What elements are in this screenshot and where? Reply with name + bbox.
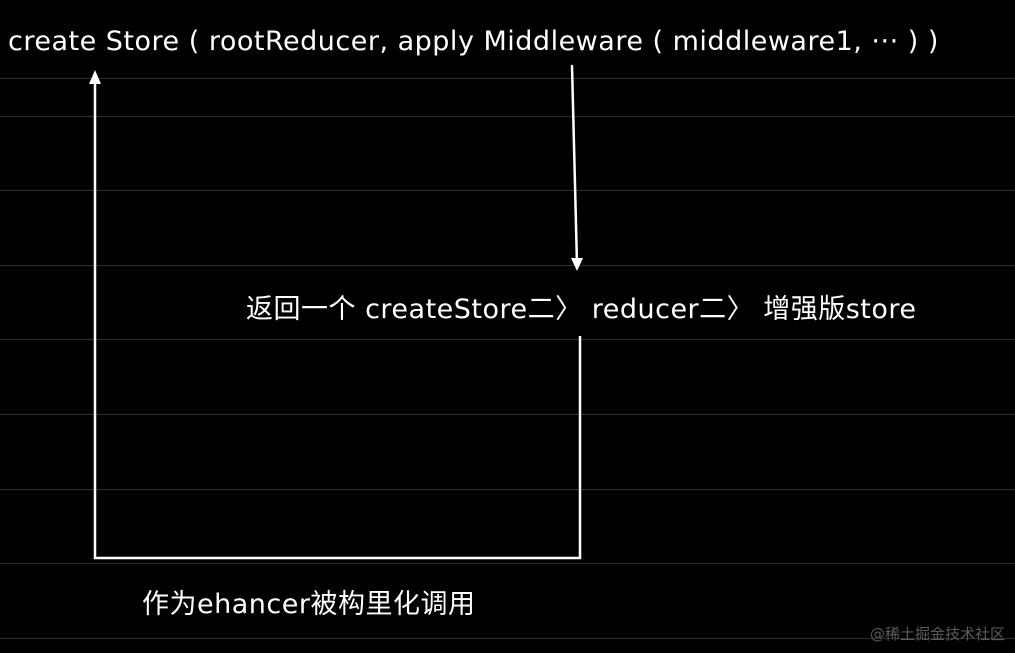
ruled-line: [0, 489, 1015, 490]
note-line-createstore-call: create Store ( rootReducer, apply Middle…: [8, 26, 939, 57]
up-arrowhead: [89, 70, 101, 84]
loop-back-line: [93, 80, 582, 560]
ruled-line: [0, 563, 1015, 564]
ruled-line: [0, 190, 1015, 191]
note-line-returns-createstore: 返回一个 createStore二〉 reducer二〉 增强版store: [246, 294, 917, 325]
note-line-enhancer-called: 作为ehancer被构里化调用: [142, 589, 476, 620]
ruled-line: [0, 116, 1015, 117]
ruled-line: [0, 265, 1015, 266]
down-arrowhead: [571, 258, 583, 271]
ruled-line: [0, 339, 1015, 340]
down-arrow-shaft: [570, 64, 579, 266]
ruled-line: [0, 414, 1015, 415]
ruled-line: [0, 78, 1015, 79]
watermark-text: @稀土掘金技术社区: [869, 625, 1005, 643]
ruled-line: [0, 638, 1015, 639]
